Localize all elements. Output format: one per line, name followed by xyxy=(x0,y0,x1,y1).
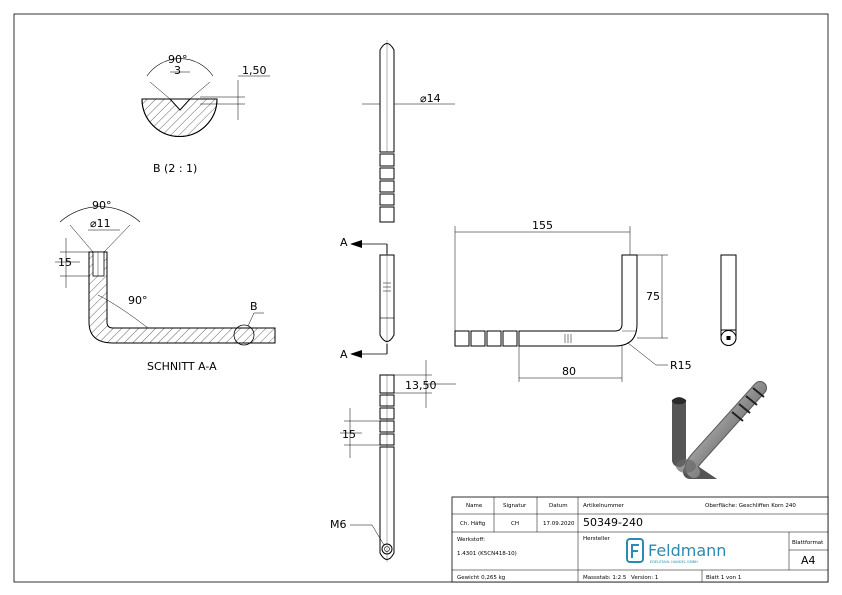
end-view xyxy=(720,254,737,346)
tb-h-name: Name xyxy=(466,503,483,509)
front-straight: 80 xyxy=(562,365,576,378)
tb-h-signatur: Signatur xyxy=(503,503,527,509)
front-height: 75 xyxy=(646,290,660,303)
brand-subtitle: EDELSTAHL HANDEL GMBH xyxy=(650,560,698,564)
tb-signatur: CH xyxy=(511,521,519,527)
brand-name: Feldmann xyxy=(648,541,726,560)
tb-blatt: Blatt 1 von 1 xyxy=(706,575,741,581)
title-block: Name Signatur Datum Ch. Häfig CH 17.09.2… xyxy=(451,496,829,583)
cut-label-top: A xyxy=(340,236,348,249)
feldmann-logo: Feldmann EDELSTAHL HANDEL GMBH xyxy=(626,538,726,564)
tb-massstab: Massstab: 1:2.5 xyxy=(583,575,627,581)
section-bend-angle: 90° xyxy=(128,294,148,307)
detail-b-angle: 90° xyxy=(168,53,188,66)
section-label: SCHNITT A-A xyxy=(147,360,217,373)
tb-artikel: 50349-240 xyxy=(583,516,643,529)
section-depth: 15 xyxy=(58,256,72,269)
front-length: 155 xyxy=(532,219,553,232)
tb-werkstoff-label: Werkstoff: xyxy=(457,537,485,543)
section-angle: 90° xyxy=(92,199,112,212)
tb-blattformat-label: Blattformat xyxy=(792,540,824,546)
side-spacing-2: 15 xyxy=(342,428,356,441)
iso-view xyxy=(671,381,767,479)
tb-gewicht: Gewicht 0,265 kg xyxy=(457,575,505,581)
tb-oberflaeche: Oberfläche: Geschliffen Korn 240 xyxy=(705,503,796,509)
section-a-a: 90° ⌀11 15 90° B SCHNITT A-A xyxy=(55,199,276,373)
detail-b-label: B (2 : 1) xyxy=(153,162,197,175)
side-spacing-1: 13,50 xyxy=(405,379,437,392)
front-view: 155 75 80 R15 xyxy=(454,219,692,382)
detail-b-width: 3 xyxy=(174,64,181,77)
tb-blattformat: A4 xyxy=(801,554,816,567)
front-radius: R15 xyxy=(670,359,692,372)
tb-hersteller-label: Hersteller xyxy=(583,536,611,542)
side-diameter: ⌀14 xyxy=(420,92,441,105)
detail-b-depth: 1,50 xyxy=(242,64,267,77)
section-diameter: ⌀11 xyxy=(90,217,111,230)
tb-werkstoff: 1.4301 (K5CN418-10) xyxy=(457,551,517,557)
tb-version: Version: 1 xyxy=(631,575,658,581)
side-view: ⌀14 A A 13,50 1 xyxy=(330,40,456,562)
section-detail-ref: B xyxy=(250,300,258,313)
sheet-border xyxy=(13,13,829,583)
tb-datum: 17.09.2020 xyxy=(543,521,575,527)
tb-name: Ch. Häfig xyxy=(460,521,485,527)
thread-label: M6 xyxy=(330,518,347,531)
tb-artikel-label: Artikelnummer xyxy=(583,503,625,509)
tb-h-datum: Datum xyxy=(549,503,568,509)
detail-b: 90° 3 1,50 B (2 : 1) xyxy=(141,53,270,175)
cut-label-bottom: A xyxy=(340,348,348,361)
